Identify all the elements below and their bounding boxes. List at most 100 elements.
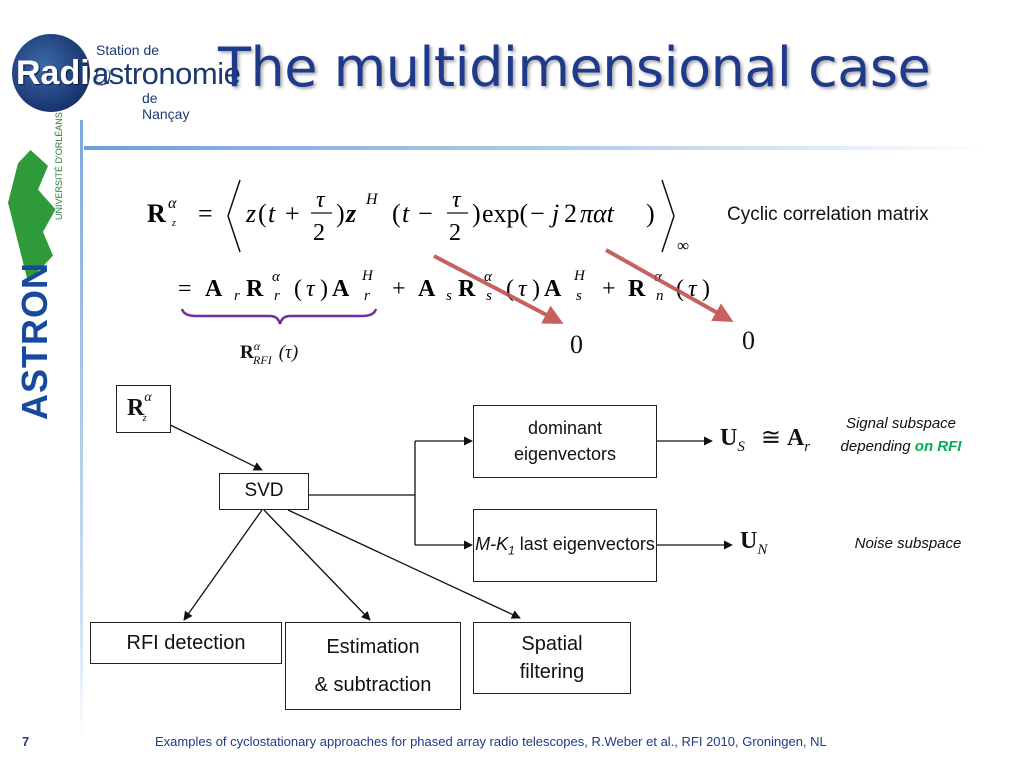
input-matrix-box: R α z: [116, 385, 171, 433]
svg-text:t: t: [402, 199, 410, 228]
approx-equal-symbol: ≅: [760, 425, 781, 451]
svg-text:2: 2: [449, 220, 461, 246]
equation-line-2: = A r R α r ( τ ) A H r + A s R α s ( τ …: [178, 268, 710, 304]
svg-text:s: s: [486, 288, 492, 304]
svg-text:R: R: [246, 276, 264, 302]
footer-citation: Examples of cyclostationary approaches f…: [155, 734, 827, 749]
estimation-line-1: Estimation: [326, 636, 420, 658]
svg-text:(: (: [676, 276, 684, 302]
last-suffix: last eigenvectors: [514, 533, 655, 554]
rfi-detection-box: RFI detection: [90, 622, 282, 664]
svg-text:(: (: [294, 276, 302, 302]
svg-text:α: α: [168, 195, 177, 212]
logo-station-text: Station de: [96, 42, 160, 58]
svg-text:n: n: [656, 288, 664, 304]
svg-text:s: s: [576, 288, 582, 304]
svg-text:s: s: [446, 288, 452, 304]
ar-sub: r: [804, 439, 811, 455]
svg-text:α: α: [272, 269, 281, 285]
svg-text:2: 2: [313, 220, 325, 246]
svg-text:=: =: [198, 199, 213, 228]
svg-text:t: t: [268, 199, 276, 228]
rfi-brace: [180, 308, 378, 325]
svg-text:(: (: [258, 199, 267, 228]
rfi-term-sup: α: [253, 339, 261, 353]
svg-text:A: A: [332, 276, 350, 302]
spatial-filtering-box: Spatial filtering: [473, 622, 631, 694]
svg-text:α: α: [484, 269, 493, 285]
un-sub: N: [757, 542, 768, 558]
signal-note-highlight: on RFI: [914, 437, 962, 455]
svg-text:∞: ∞: [677, 236, 689, 255]
svg-text:A: A: [544, 276, 562, 302]
logo-nancay-text: de Nançay: [142, 90, 190, 122]
zero-value-1: 0: [570, 330, 583, 359]
svg-text:): ): [532, 276, 540, 302]
svg-text:): ): [336, 199, 345, 228]
svg-text:α: α: [654, 269, 663, 285]
red-arrow-2: [605, 248, 734, 322]
svg-text:+: +: [392, 276, 406, 302]
svg-text:τ: τ: [452, 187, 462, 213]
svg-text:τ: τ: [688, 276, 698, 302]
last-eigenvectors-box: M-K1 last eigenvectors: [473, 509, 657, 582]
page-number: 7: [22, 734, 30, 749]
svg-text:παt: παt: [580, 199, 615, 228]
svg-text:): ): [702, 276, 710, 302]
un-symbol: U: [740, 528, 758, 554]
header-divider: [84, 146, 984, 150]
cyclic-correlation-label: Cyclic correlation matrix: [727, 204, 929, 225]
rfi-term-sub: RFI: [253, 353, 272, 367]
input-symbol: R: [127, 395, 145, 422]
svg-text:z: z: [245, 199, 256, 228]
svg-text:R: R: [458, 276, 476, 302]
svg-text:z: z: [171, 218, 176, 229]
last-prefix: M-K: [475, 533, 509, 554]
orleans-logo: UNIVERSITÉ D'ORLÉANS: [2, 112, 78, 290]
noise-subspace-note: Noise subspace: [854, 535, 962, 552]
zero-value-2: 0: [742, 326, 755, 355]
svg-text:r: r: [274, 288, 280, 304]
svg-text:−: −: [530, 199, 545, 228]
svg-text:τ: τ: [306, 276, 316, 302]
svg-text:H: H: [573, 268, 586, 284]
estimation-subtraction-box: Estimation & subtraction: [285, 622, 461, 710]
svg-text:2: 2: [564, 199, 577, 228]
noise-subspace-equation: UN: [740, 528, 768, 558]
input-sub: z: [142, 413, 147, 424]
ar-symbol: A: [786, 425, 805, 451]
signal-note-line-1: Signal subspace: [845, 415, 957, 432]
svg-text:A: A: [205, 276, 223, 302]
svd-box: SVD: [219, 473, 309, 510]
svg-text:=: =: [178, 276, 192, 302]
signal-subspace-equation: US ≅ Ar: [720, 423, 811, 455]
svg-text:A: A: [418, 276, 436, 302]
estimation-line-2: & subtraction: [314, 674, 432, 696]
svg-text:(: (: [392, 199, 401, 228]
rfi-term-symbol: R: [240, 342, 254, 363]
svg-text:H: H: [361, 268, 374, 284]
last-sub: 1: [508, 543, 515, 558]
input-sup: α: [144, 390, 152, 406]
slide-title: The multidimensional case: [218, 36, 931, 99]
spatial-line-1: Spatial: [521, 633, 583, 655]
station-logo: Radio Station de astronomie de Nançay: [8, 30, 241, 122]
svg-text:): ): [646, 199, 655, 228]
svg-text:exp(: exp(: [482, 199, 528, 228]
svg-text:+: +: [285, 199, 300, 228]
svg-text:r: r: [364, 288, 370, 304]
globe-icon: [12, 34, 90, 112]
us-symbol: U: [720, 425, 738, 451]
signal-note-line-2: depending: [840, 437, 915, 455]
svg-text:r: r: [234, 288, 240, 304]
svg-text:j: j: [549, 199, 559, 228]
logo-radio-text: Radio: [16, 54, 111, 92]
svg-text:τ: τ: [316, 187, 326, 213]
svg-text:τ: τ: [518, 276, 528, 302]
rfi-term-arg: (τ): [278, 342, 299, 363]
svg-text:(: (: [506, 276, 514, 302]
svg-text:R: R: [147, 199, 166, 228]
equation-line-1: R α z = z ( t + τ 2 ) z H ( t − τ 2 ) ex…: [147, 179, 689, 255]
svg-text:z: z: [345, 199, 357, 228]
